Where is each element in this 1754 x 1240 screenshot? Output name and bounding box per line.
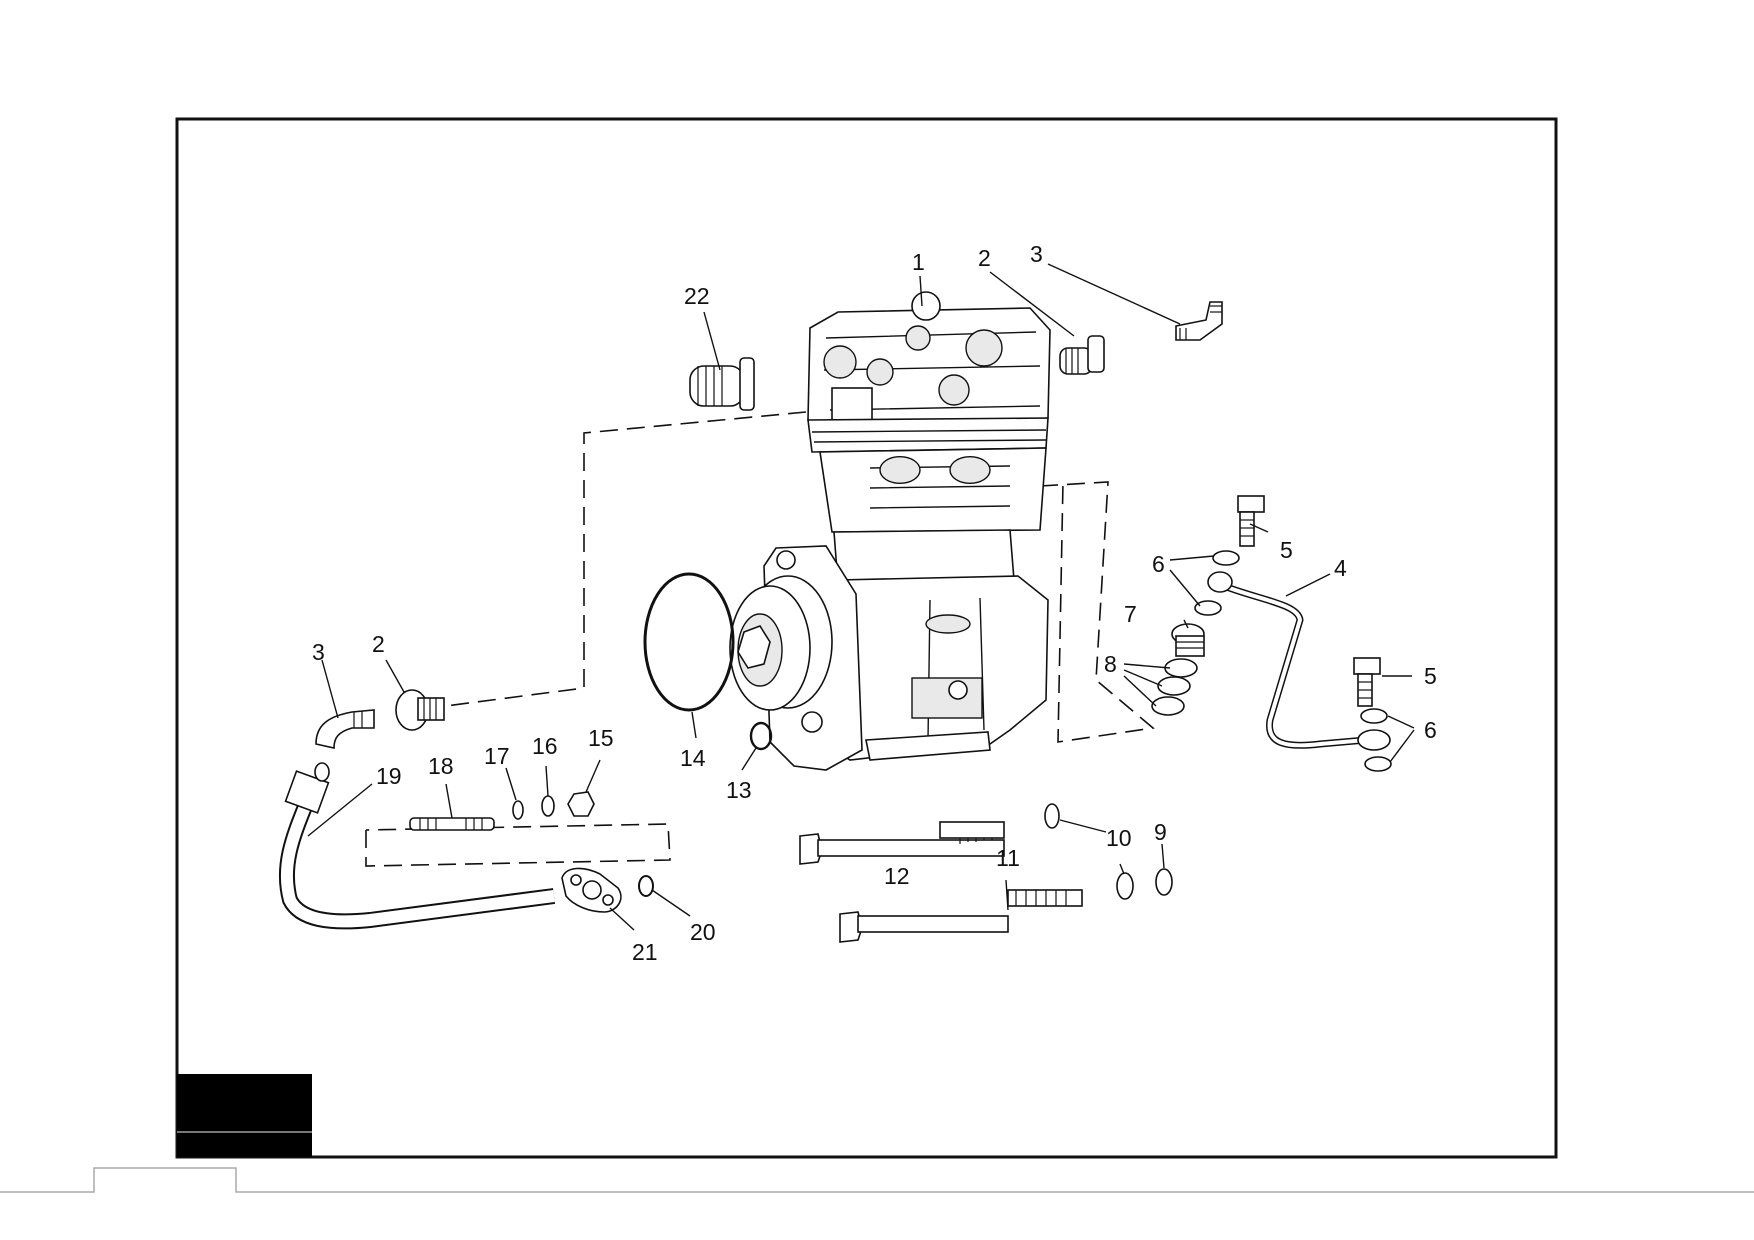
fitting-2-top [1059,335,1105,375]
callout-22: 22 [684,283,710,309]
callout-17: 17 [484,743,510,769]
callout-2-left: 2 [372,631,385,657]
callout-6: 6 [1152,551,1165,577]
assembly-dashed-lines [365,411,1155,867]
callout-21: 21 [632,939,658,965]
callout-13: 13 [726,777,752,803]
callout-labels: 1 2 3 22 5 6 4 7 8 5 6 2 3 14 13 19 18 1… [312,241,1437,965]
washer-16 [541,795,555,817]
callout-10: 10 [1106,825,1132,851]
pipe-4 [1207,571,1391,751]
washer-10-lower [1116,872,1134,900]
callout-3-left: 3 [312,639,325,665]
diagram-frame [175,117,1558,1159]
washers-6 [1194,550,1392,772]
callout-1: 1 [912,249,925,275]
o-ring-large [643,572,735,712]
elbow-3-top [1175,301,1223,341]
callout-20: 20 [690,919,716,945]
callout-3: 3 [1030,241,1043,267]
nut-15 [567,791,595,817]
washer-9 [1155,868,1173,896]
elbow-3-left [315,709,375,749]
corner-block [177,1074,312,1157]
flange-21 [561,867,622,913]
callout-8: 8 [1104,651,1117,677]
callout-16: 16 [532,733,558,759]
page-tab [0,1167,1754,1193]
callout-6-lower: 6 [1424,717,1437,743]
washer-10-upper [1044,803,1060,829]
callout-5: 5 [1280,537,1293,563]
bolt-5-lower [1353,657,1381,707]
washer-17 [512,800,524,820]
callout-2: 2 [978,245,991,271]
leader-lines [307,263,1415,931]
pipe-19 [278,762,556,930]
o-ring-small [749,721,773,751]
bolt-11 [839,889,1083,943]
callout-12: 12 [884,863,910,889]
bolt-12 [799,821,1005,865]
air-compressor-unit [729,291,1051,771]
bolt-5-upper [1237,495,1265,547]
callout-14: 14 [680,745,706,771]
plug-7 [1171,623,1205,657]
callout-5-lower: 5 [1424,663,1437,689]
fitting-2-left [395,689,445,731]
o-ring-20 [638,875,654,897]
callout-7: 7 [1124,601,1137,627]
callout-4: 4 [1334,555,1347,581]
callout-9: 9 [1154,819,1167,845]
callout-15: 15 [588,725,614,751]
callout-18: 18 [428,753,454,779]
callout-11: 11 [996,845,1020,871]
fitting-22 [689,357,755,411]
seals-8 [1151,658,1198,716]
callout-19: 19 [376,763,402,789]
stud-18 [409,817,495,831]
